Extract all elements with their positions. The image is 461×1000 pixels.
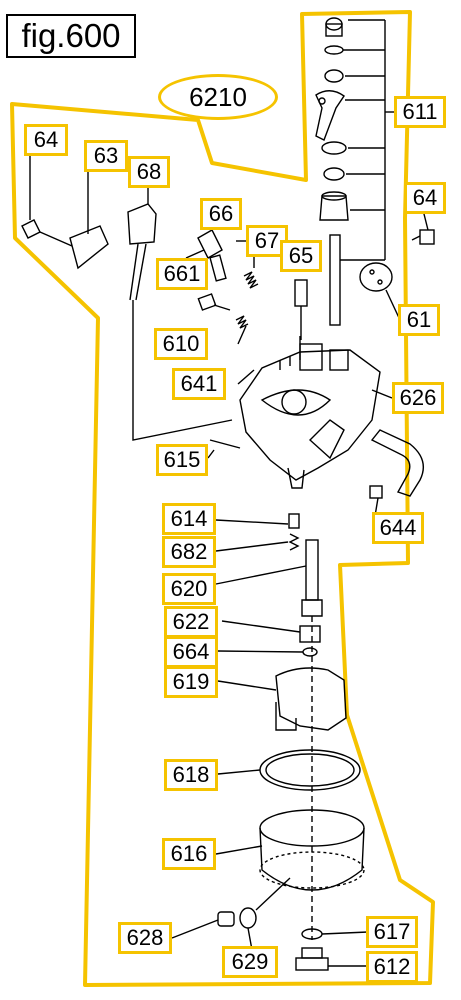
pin-615	[209, 439, 241, 449]
figure-label: fig.600	[6, 14, 136, 58]
spring-67	[243, 271, 259, 289]
callout-611: 611	[394, 96, 446, 128]
washer-617	[301, 928, 369, 940]
callout-616: 616	[162, 838, 216, 870]
callout-64: 64	[24, 124, 68, 156]
bolt-612	[295, 947, 368, 971]
callout-628: 628	[118, 922, 172, 954]
fuel-hose-626	[370, 429, 424, 497]
jet-stack	[215, 513, 323, 657]
callout-61: 61	[398, 304, 440, 336]
assembly-number: 6210	[158, 74, 278, 120]
callout-68: 68	[128, 156, 170, 188]
gasket-618	[217, 749, 361, 791]
callout-615: 615	[156, 444, 208, 476]
callout-644: 644	[372, 512, 424, 544]
spring-641	[235, 315, 249, 329]
carburetor-body	[239, 336, 381, 489]
callout-610: 610	[154, 328, 208, 360]
callout-661: 661	[156, 258, 208, 290]
screw-64-left	[21, 150, 73, 247]
callout-617: 617	[366, 916, 418, 948]
screw-65	[294, 279, 308, 340]
parts-drawing	[21, 17, 435, 971]
fitting-644	[369, 485, 383, 499]
callout-626: 626	[392, 382, 444, 414]
drain-screw-628	[171, 911, 235, 939]
callout-614: 614	[162, 503, 216, 535]
idle-screw-66	[197, 229, 227, 282]
float-619	[217, 667, 347, 731]
plate-63	[69, 225, 109, 270]
callout-641: 641	[172, 368, 226, 400]
assembly-outline	[10, 10, 435, 987]
callout-664: 664	[164, 636, 218, 668]
callout-612: 612	[366, 951, 418, 983]
callout-64: 64	[404, 182, 446, 214]
screw-610	[197, 293, 231, 311]
washer-629	[239, 877, 291, 951]
choke-stack-611	[315, 17, 394, 326]
lever-68	[127, 185, 157, 301]
throttle-plate-61	[359, 262, 401, 321]
callout-66: 66	[200, 198, 242, 230]
callout-629: 629	[222, 946, 278, 978]
callout-618: 618	[164, 759, 218, 791]
callout-65: 65	[280, 240, 322, 272]
callout-619: 619	[164, 666, 218, 698]
callout-63: 63	[84, 140, 128, 172]
callout-682: 682	[162, 536, 216, 568]
callout-622: 622	[164, 606, 218, 638]
callout-620: 620	[162, 573, 216, 605]
